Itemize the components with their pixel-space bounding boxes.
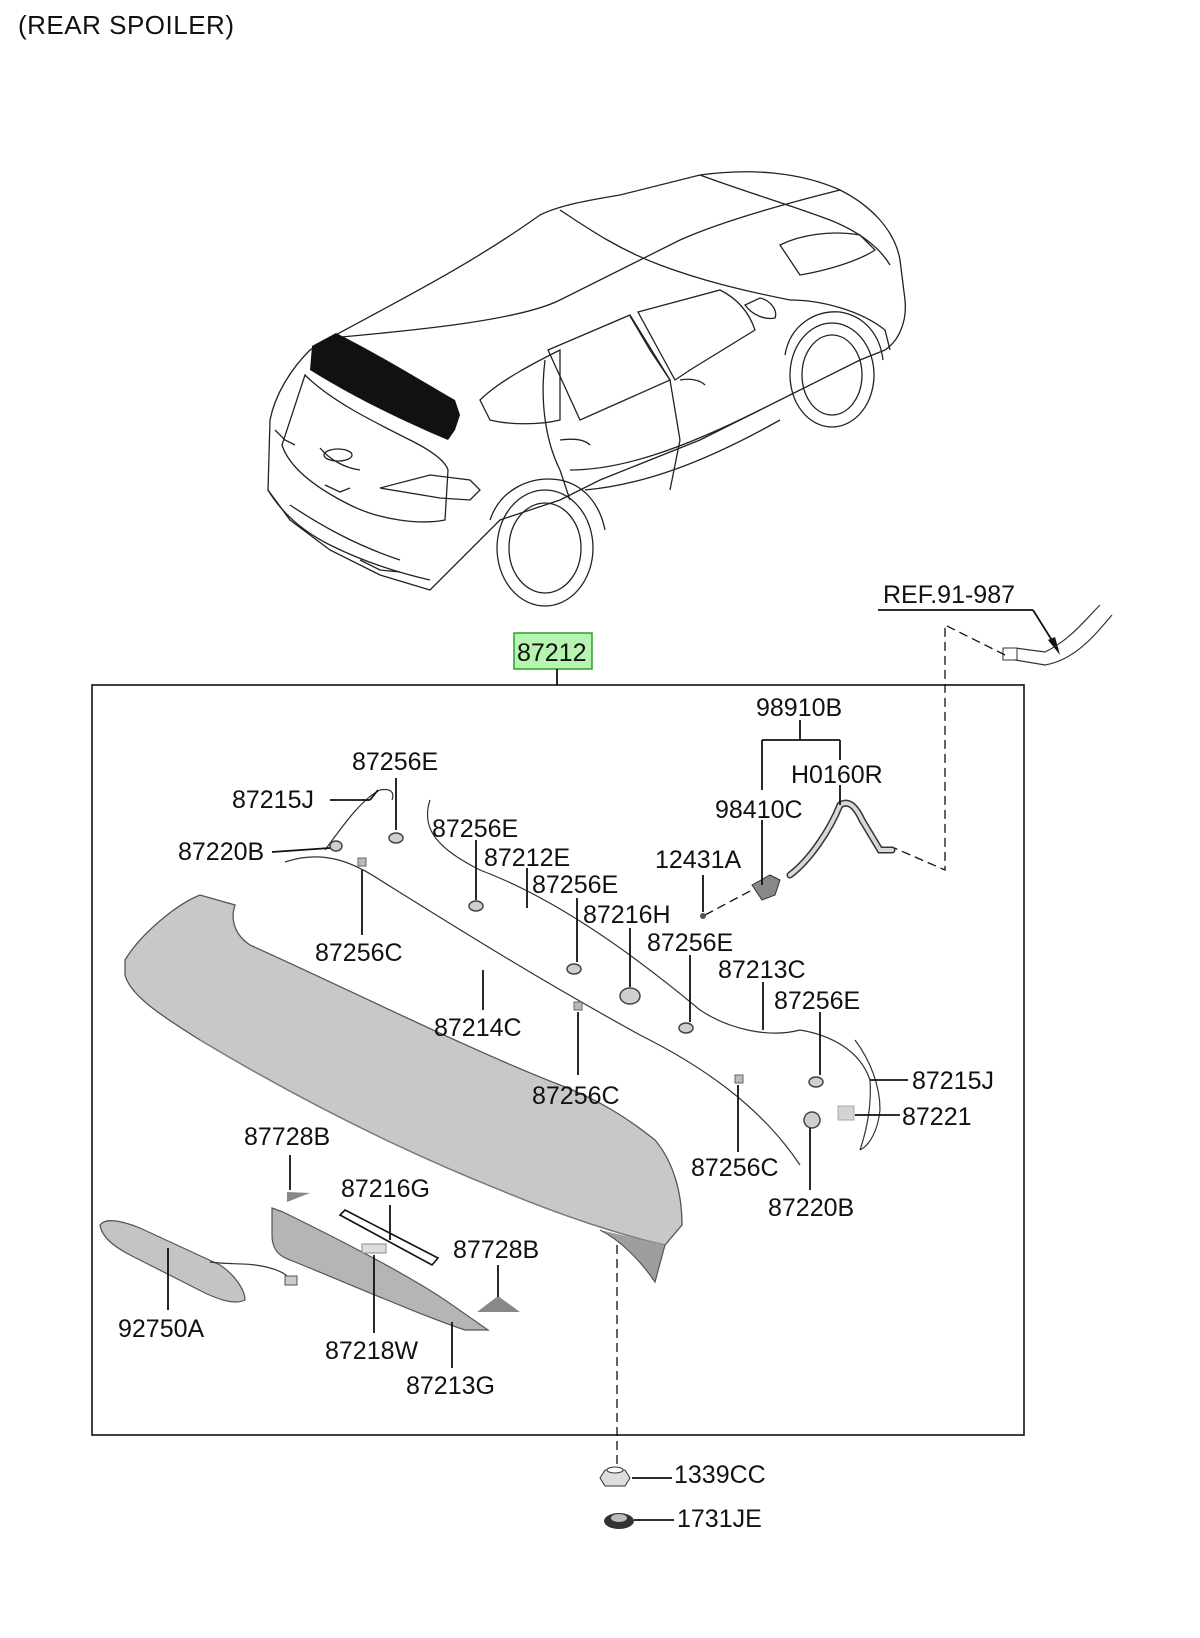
nut-1339CC [599,1466,631,1487]
label-87256E[interactable]: 87256E [432,815,518,843]
stop-lamp-92750A [99,1220,246,1303]
pad-87728B [287,1192,310,1202]
leader-lines [167,720,908,1521]
tape-87216G [338,1209,440,1267]
label-87212E[interactable]: 87212E [484,844,570,872]
gasket-87216H [619,987,641,1005]
assembly-frame [91,684,1025,1436]
label-87215J[interactable]: 87215J [912,1067,994,1095]
label-H0160R[interactable]: H0160R [791,761,883,789]
label-1339CC[interactable]: 1339CC [674,1461,766,1489]
main-part-number[interactable]: 87212 [517,639,587,667]
washer-nozzle-98410C [751,874,781,901]
main-part-highlight[interactable] [513,632,593,670]
cap-1731JE [604,1513,634,1529]
label-87256E[interactable]: 87256E [352,748,438,776]
label-1731JE[interactable]: 1731JE [677,1505,762,1533]
label-87214C[interactable]: 87214C [434,1014,522,1042]
pad-87728B [477,1296,520,1312]
label-87256C[interactable]: 87256C [532,1082,620,1110]
label-87213C[interactable]: 87213C [718,956,806,984]
bracket-87215J-right [854,1039,881,1151]
label-87215J[interactable]: 87215J [232,786,314,814]
pad-87218W [361,1243,387,1254]
grommet-87256E [808,1076,824,1088]
label-87220B[interactable]: 87220B [178,838,264,866]
ref-callout: REF.91-987 [878,581,1113,871]
label-87216H[interactable]: 87216H [583,901,671,929]
label-87728B[interactable]: 87728B [244,1123,330,1151]
seal-strip-87213C [426,799,871,1151]
clip-87220B [803,1111,821,1129]
seal-strip-87214C [284,856,801,1166]
label-92750A[interactable]: 92750A [118,1315,205,1343]
clip-87220B [329,840,343,852]
grommet-87256E [566,963,582,975]
label-87256E[interactable]: 87256E [774,987,860,1015]
grommets [329,832,824,1129]
washer-hose-H0160R [786,799,896,879]
grommet-87256E [468,900,484,912]
garnish-87213G [271,1207,490,1331]
label-87256C[interactable]: 87256C [691,1154,779,1182]
label-98910B[interactable]: 98910B [756,694,842,722]
label-87221[interactable]: 87221 [902,1103,972,1131]
label-98410C[interactable]: 98410C [715,796,803,824]
vehicle-illustration [267,171,906,607]
label-87216G[interactable]: 87216G [341,1175,430,1203]
clips-87256C [357,857,744,1084]
grommet-87256E [678,1022,694,1034]
main-part-callout[interactable]: 87212 [513,632,593,685]
ref-label[interactable]: REF.91-987 [883,581,1015,609]
bracket-87215J-left [324,788,394,851]
label-87256C[interactable]: 87256C [315,939,403,967]
label-87256E[interactable]: 87256E [647,929,733,957]
pad-87221 [837,1105,855,1121]
label-87256E[interactable]: 87256E [532,871,618,899]
diagram-title: (REAR SPOILER) [18,10,235,40]
label-87728B[interactable]: 87728B [453,1236,539,1264]
grommet-87256E [388,832,404,844]
part-labels: 98910B H0160R 98410C 12431A 87256E 87215… [118,694,994,1533]
label-12431A[interactable]: 12431A [655,846,742,874]
spoiler-body [124,894,683,1284]
label-87220B[interactable]: 87220B [768,1194,854,1222]
label-87218W[interactable]: 87218W [325,1337,419,1365]
label-87213G[interactable]: 87213G [406,1372,495,1400]
